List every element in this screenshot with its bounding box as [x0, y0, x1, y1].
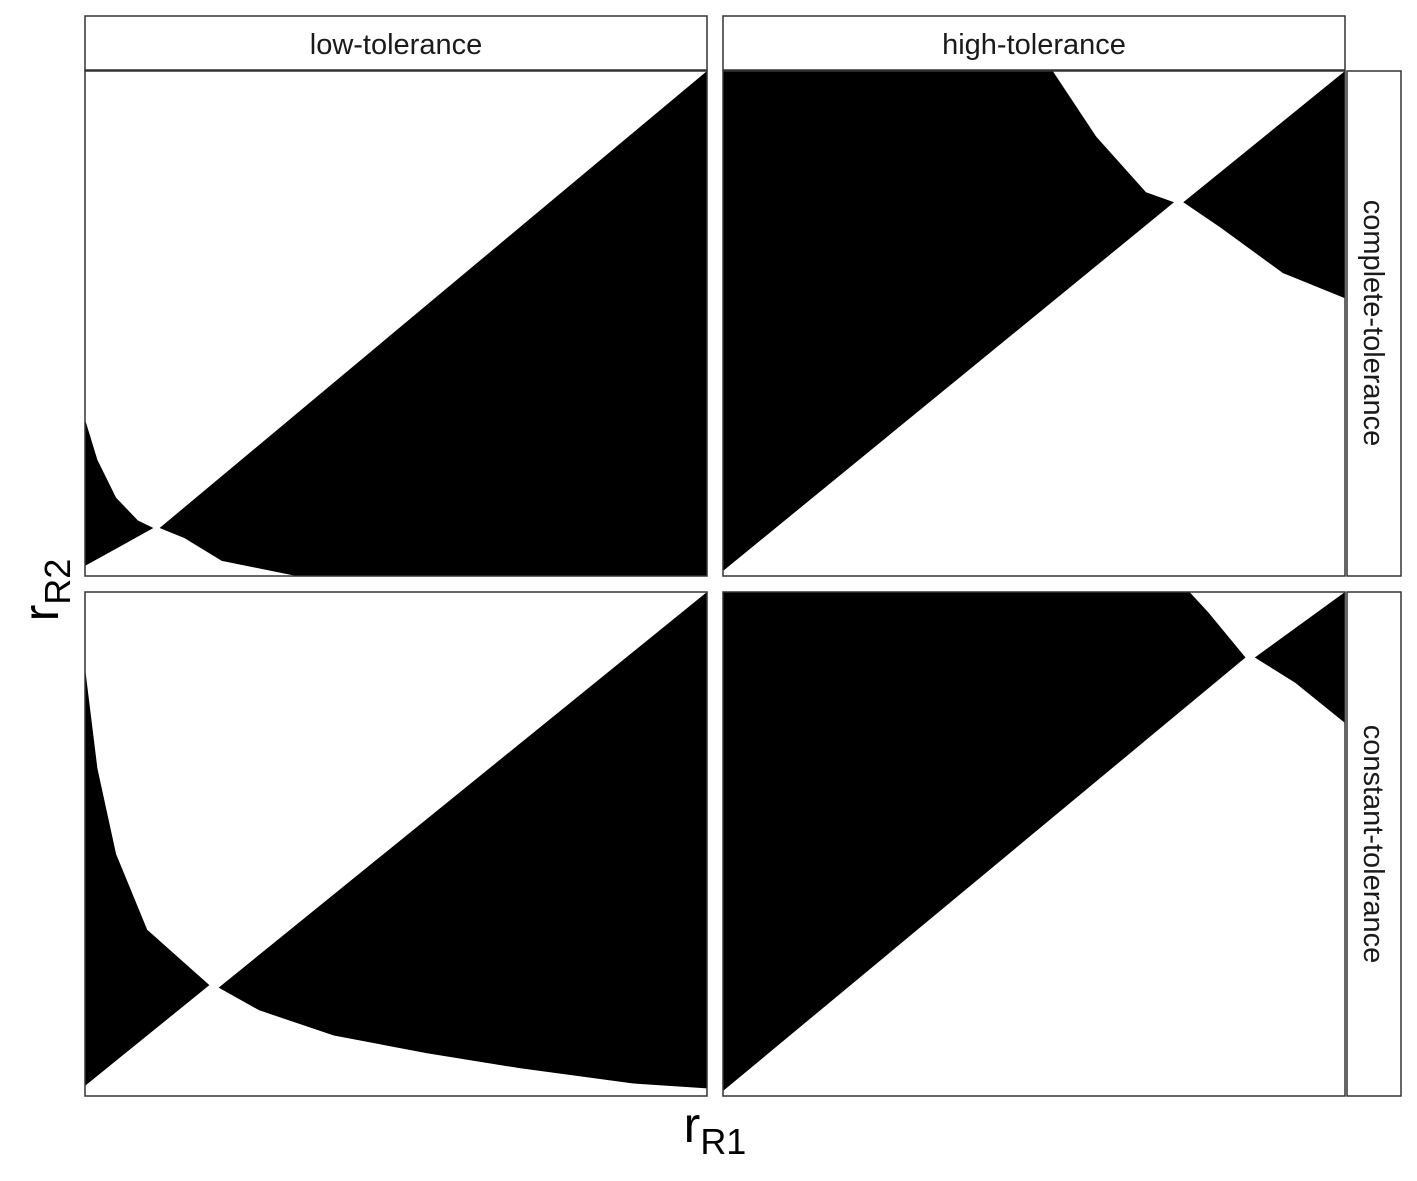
column-strip-low: low-tolerance — [84, 15, 708, 71]
y-axis-title-main: r — [13, 605, 69, 622]
y-axis-title: rR2 — [13, 559, 78, 622]
x-axis-title-main: r — [684, 1097, 701, 1153]
x-axis-title-sub: R1 — [700, 1121, 746, 1162]
y-axis-title-sub: R2 — [37, 559, 78, 605]
panel-1-region-1 — [1183, 71, 1345, 299]
column-strip-high-label: high-tolerance — [942, 29, 1126, 61]
panel-1-region-0 — [723, 71, 1174, 571]
column-strip-high: high-tolerance — [722, 15, 1346, 71]
column-strip-low-label: low-tolerance — [310, 29, 482, 61]
row-strip-complete-label: complete-tolerance — [1357, 200, 1389, 447]
panel-3-region-0 — [723, 592, 1246, 1091]
panel-low-constant — [84, 591, 708, 1097]
panel-2-region-0 — [85, 667, 210, 1086]
panel-0-region-1 — [159, 71, 707, 576]
panel-0-region-0 — [85, 419, 154, 566]
row-strip-complete: complete-tolerance — [1346, 70, 1402, 577]
x-axis-title: rR1 — [684, 1097, 747, 1162]
panel-2-region-1 — [218, 592, 707, 1089]
row-strip-constant: constant-tolerance — [1346, 591, 1402, 1097]
panel-high-constant — [722, 591, 1346, 1097]
panel-low-complete — [84, 70, 708, 577]
row-strip-constant-label: constant-tolerance — [1357, 725, 1389, 964]
panel-high-complete — [722, 70, 1346, 577]
panel-3-region-1 — [1254, 592, 1345, 723]
